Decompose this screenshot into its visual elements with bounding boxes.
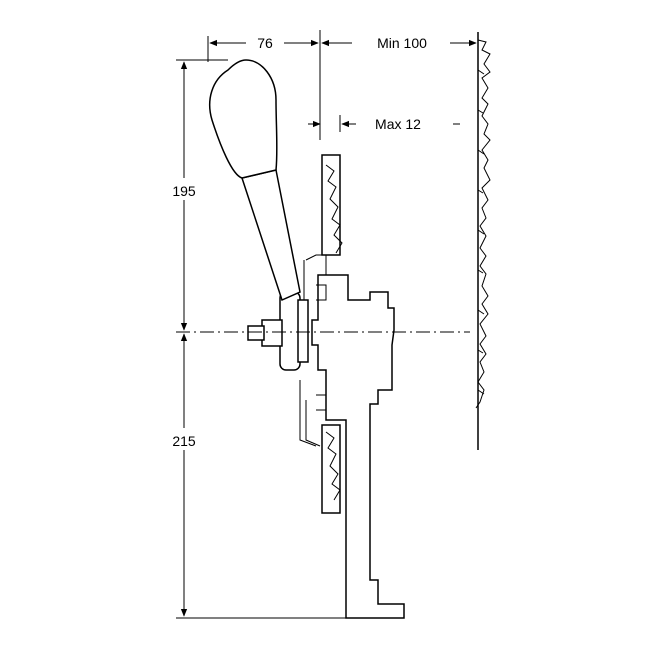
dimension-215-label: 215 (172, 433, 196, 449)
mounting-panel (321, 154, 343, 514)
wall-section (475, 32, 491, 450)
dimension-min-100-label: Min 100 (377, 35, 427, 51)
dimension-min-100: Min 100 (321, 35, 477, 51)
dimension-max-12-label: Max 12 (375, 116, 421, 132)
dimension-max-12: Max 12 (308, 115, 460, 132)
lever-hub (247, 291, 309, 371)
lever-handle (208, 59, 301, 302)
dimension-195: 195 (172, 59, 228, 331)
control-housing (299, 254, 405, 619)
dimension-195-label: 195 (172, 183, 196, 199)
dimension-76-label: 76 (257, 35, 273, 51)
dimension-215: 215 (172, 333, 346, 619)
